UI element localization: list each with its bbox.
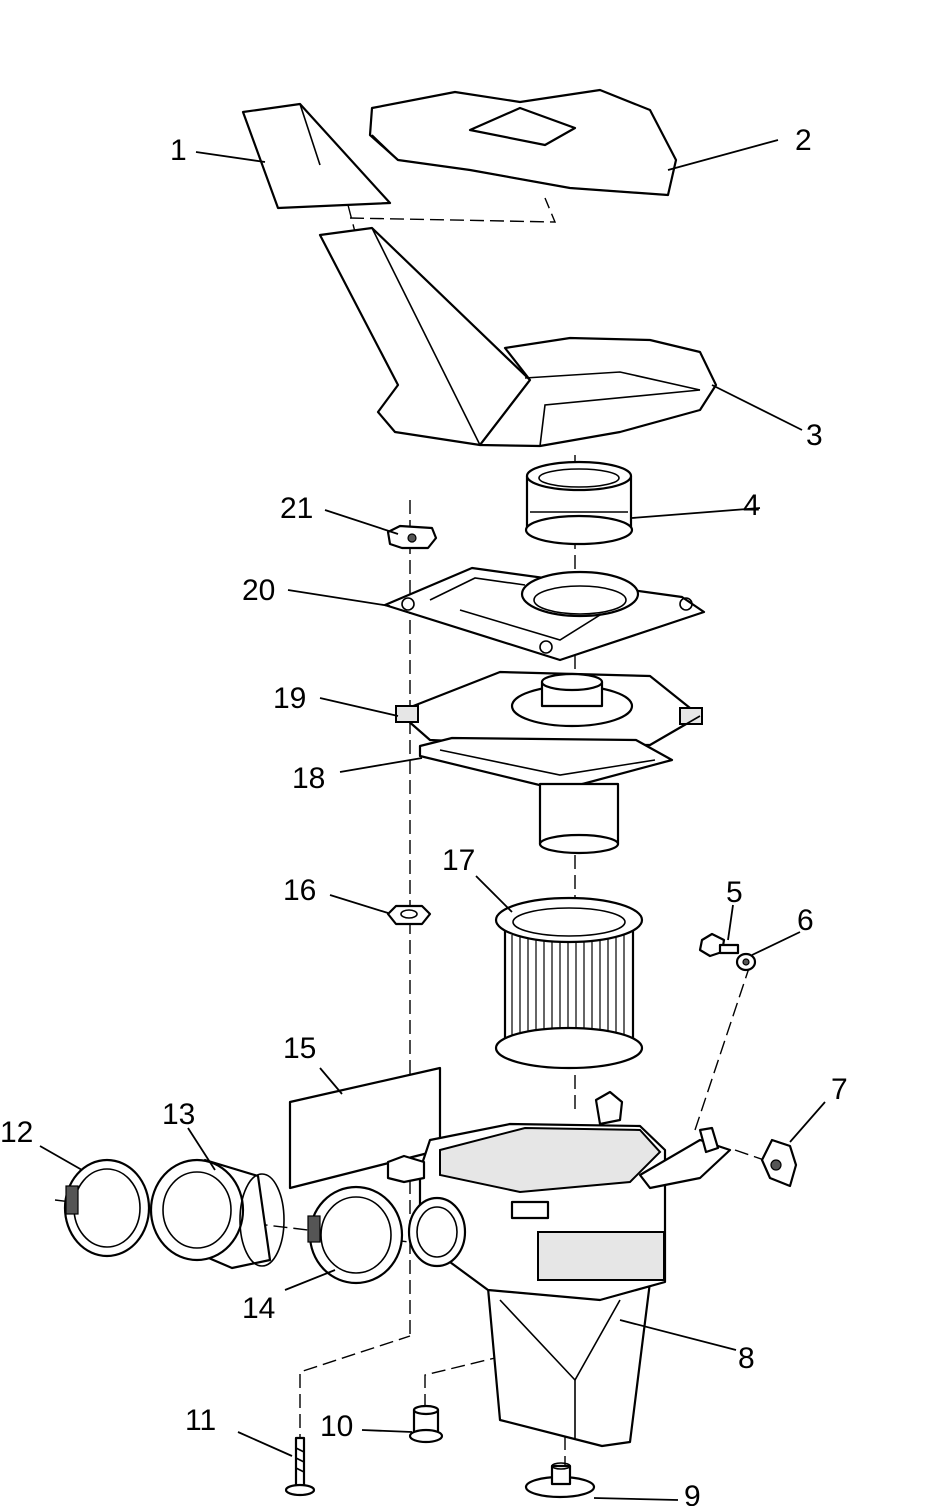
callout-17: 17 — [442, 844, 475, 877]
callout-13: 13 — [162, 1098, 195, 1131]
part-5-screw — [698, 932, 740, 958]
callout-11: 11 — [185, 1404, 216, 1437]
housing-cover-neck — [538, 782, 620, 855]
part-6-washer — [735, 952, 757, 972]
callout-4: 4 — [743, 489, 760, 522]
callout-6: 6 — [797, 904, 814, 937]
callout-21: 21 — [280, 492, 313, 525]
callout-19: 19 — [273, 682, 306, 715]
callout-8: 8 — [738, 1342, 755, 1375]
callout-15: 15 — [283, 1032, 316, 1065]
part-14-clamp — [307, 1185, 404, 1285]
part-16-nut — [386, 904, 432, 926]
part-17-filter-element — [494, 896, 644, 1070]
part-21-clip — [386, 524, 438, 550]
part-19-housing-cover — [395, 670, 703, 747]
leader-lines — [39, 139, 826, 1501]
part-13-coupler — [149, 1158, 285, 1270]
callout-3: 3 — [806, 419, 823, 452]
callout-16: 16 — [283, 874, 316, 907]
part-20-lid-plate — [383, 566, 706, 662]
part-9-drain-valve — [524, 1462, 596, 1499]
callout-20: 20 — [242, 574, 275, 607]
callout-10: 10 — [320, 1410, 353, 1443]
callout-7: 7 — [831, 1073, 848, 1106]
callout-18: 18 — [292, 762, 325, 795]
callout-labels: 1 2 3 4 5 6 7 8 9 10 11 12 13 14 15 16 1… — [0, 124, 848, 1506]
callout-2: 2 — [795, 124, 812, 157]
part-11-bolt — [284, 1436, 316, 1497]
callout-14: 14 — [242, 1292, 275, 1325]
part-12-clamp — [63, 1158, 151, 1258]
callout-9: 9 — [684, 1480, 701, 1506]
part-1-foam-prefilter — [241, 102, 392, 210]
part-10-grommet — [408, 1404, 444, 1444]
part-7-bracket — [760, 1138, 798, 1188]
callout-12: 12 — [0, 1116, 33, 1149]
callout-1: 1 — [170, 134, 187, 167]
part-8-air-box — [386, 1090, 732, 1448]
callout-5: 5 — [726, 876, 743, 909]
part-2-foam-pad — [368, 88, 678, 197]
part-4-coupler — [524, 460, 634, 546]
part-18-gasket — [418, 736, 674, 792]
part-3-intake-cover — [318, 226, 718, 448]
